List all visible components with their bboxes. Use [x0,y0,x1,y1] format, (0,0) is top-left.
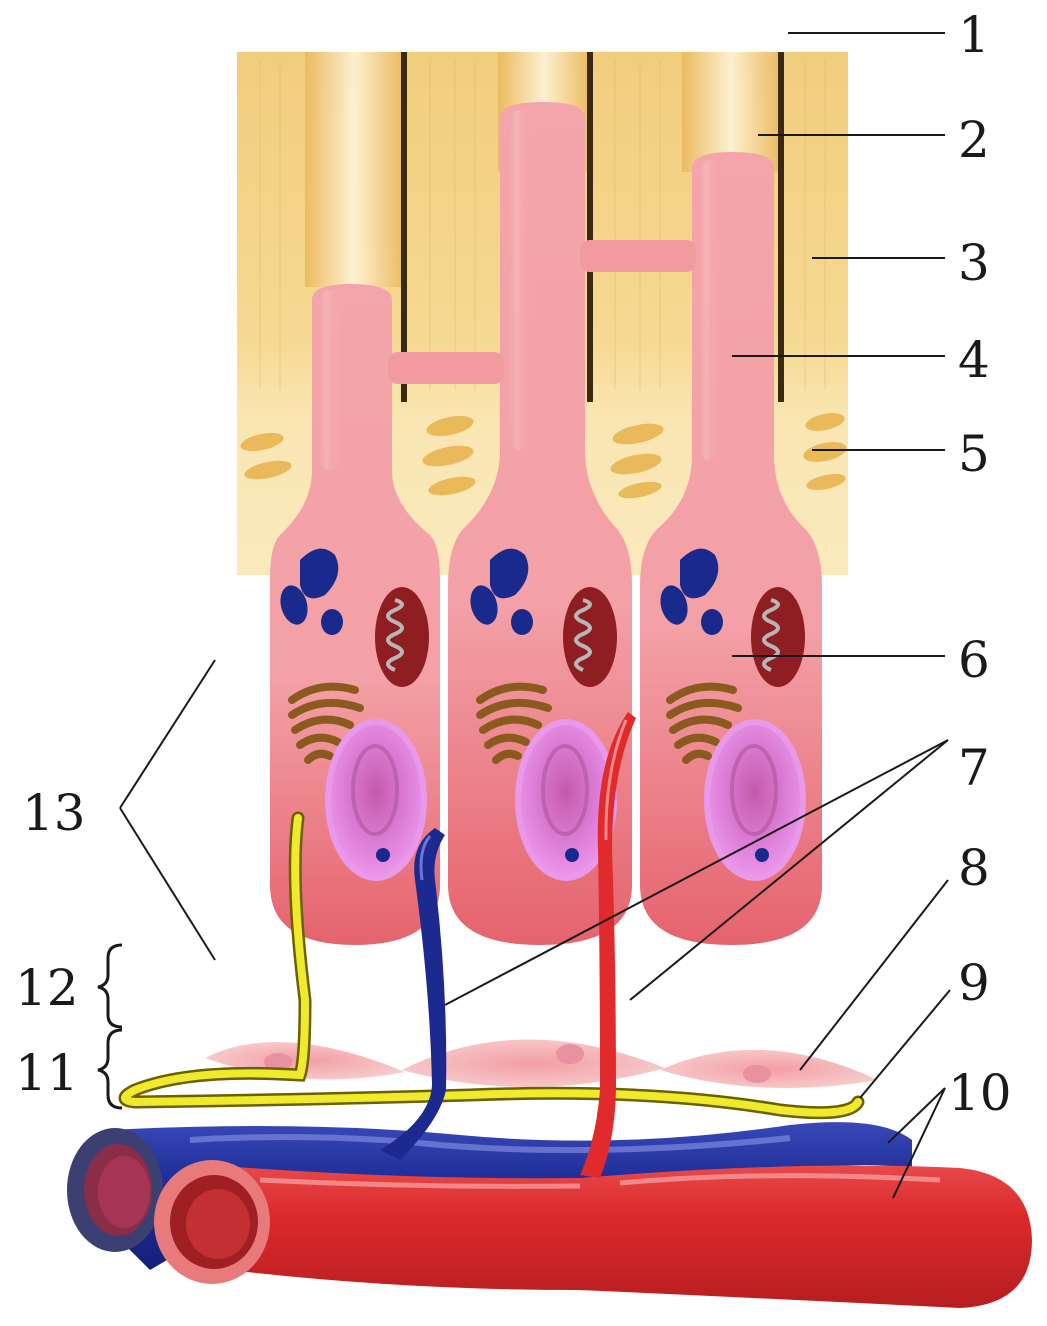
label-13: 13 [22,784,86,842]
label-2: 2 [958,111,990,169]
secretory-vesicle [511,609,533,635]
leader-line-10a [888,1088,945,1143]
nucleolus [565,848,579,862]
leader-line-13a [120,660,215,808]
label-8: 8 [958,839,990,897]
label-12: 12 [15,959,79,1017]
leader-line-13b [120,808,215,960]
nucleolus [376,848,390,862]
leader-line-9 [860,990,950,1098]
label-1: 1 [958,6,990,64]
leader-line-8 [800,880,948,1070]
brace-11 [98,1030,122,1108]
label-11: 11 [15,1044,79,1102]
label-6: 6 [958,631,990,689]
label-7: 7 [958,739,990,797]
label-5: 5 [958,425,990,483]
label-10: 10 [948,1064,1012,1122]
nucleolus [755,848,769,862]
label-4: 4 [958,331,990,389]
label-3: 3 [958,234,990,292]
process-bridge [388,352,504,384]
fibroblast-cell [660,1050,878,1088]
secretory-vesicle [701,609,723,635]
secretory-vesicle [321,609,343,635]
dentinal-tubule [305,52,403,287]
label-9: 9 [958,954,990,1012]
brace-12 [98,945,122,1027]
process-bridge [580,240,696,272]
